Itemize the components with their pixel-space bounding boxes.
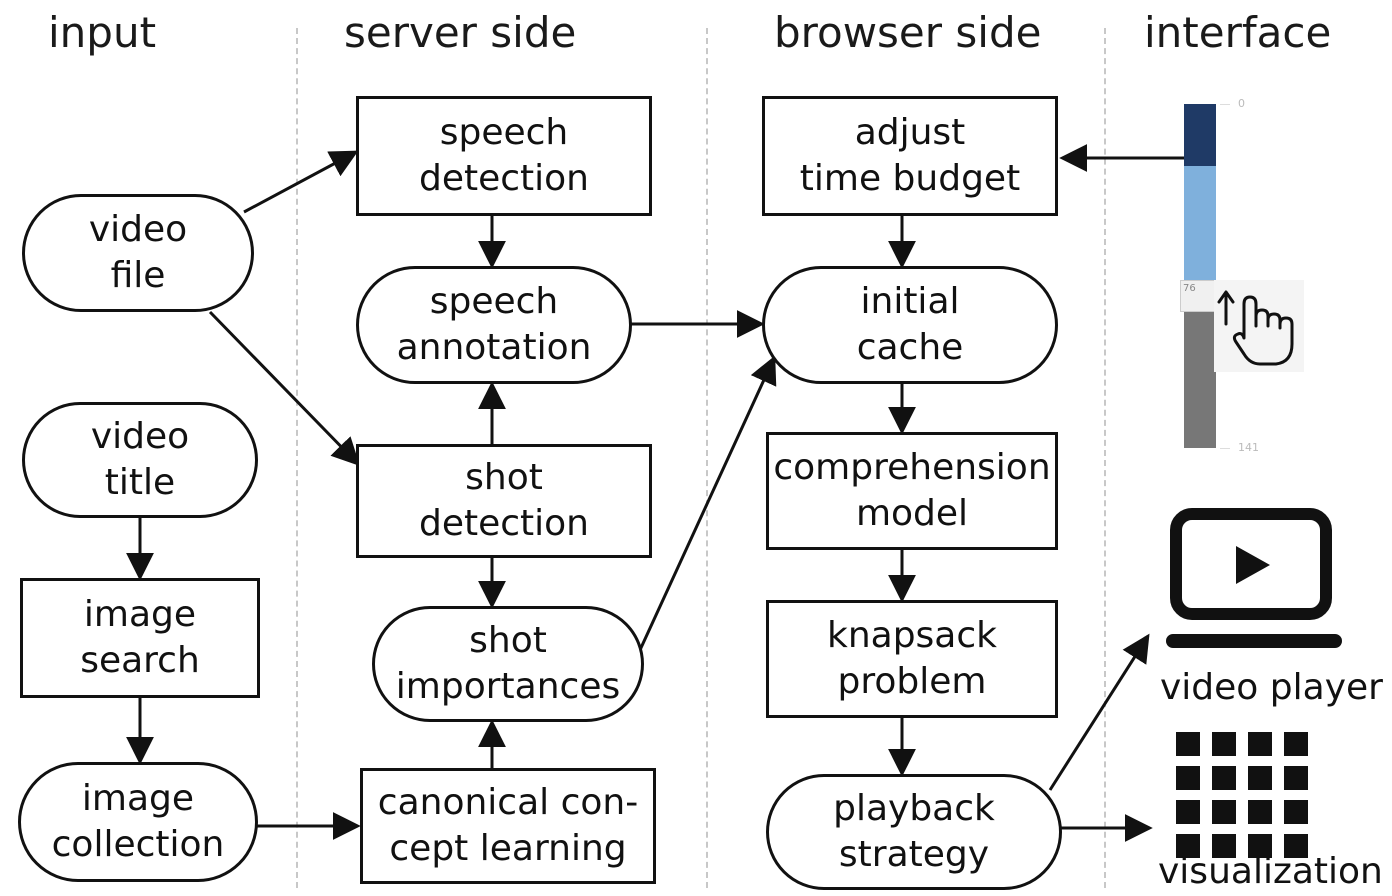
node-speech-detection: speech detection: [356, 96, 652, 216]
node-label: image collection: [51, 778, 225, 865]
separator-input-server: [296, 28, 298, 888]
edge-shotimportances-initialcache: [638, 355, 777, 651]
node-speech-annotation: speech annotation: [356, 266, 632, 384]
slider-bottom-label: 141: [1238, 441, 1259, 454]
video-player-label: video player: [1160, 667, 1383, 708]
node-label: image search: [80, 594, 200, 681]
pointing-hand-icon: [1214, 280, 1304, 372]
node-label: canonical con- cept learning: [377, 782, 639, 869]
node-video-file: video file: [22, 194, 254, 312]
edge-videofile-shotdetection: [208, 310, 360, 467]
header-input: input: [48, 8, 157, 57]
node-shot-detection: shot detection: [356, 444, 652, 558]
node-label: shot importances: [395, 620, 621, 707]
slider-thumb-value: 76: [1183, 283, 1196, 294]
slider-top-label: 0: [1238, 97, 1245, 110]
slider-segment-light: [1184, 166, 1216, 282]
edge-playback-videoplayer: [1048, 633, 1150, 791]
node-label: adjust time budget: [799, 112, 1021, 199]
video-player-icon: [1166, 508, 1342, 648]
node-label: video title: [90, 416, 190, 503]
node-label: video file: [88, 209, 188, 296]
header-server-side: server side: [344, 8, 577, 57]
node-playback-strategy: playback strategy: [766, 774, 1062, 890]
node-label: knapsack problem: [826, 615, 998, 702]
header-browser-side: browser side: [774, 8, 1042, 57]
node-video-title: video title: [22, 402, 258, 518]
edge-videofile-speechdetection: [243, 150, 359, 214]
node-image-search: image search: [20, 578, 260, 698]
node-initial-cache: initial cache: [762, 266, 1058, 384]
node-label: speech annotation: [396, 281, 592, 368]
node-label: playback strategy: [833, 788, 995, 875]
slider-tick: [1220, 104, 1230, 105]
slider-segment-gray: [1184, 312, 1216, 448]
node-image-collection: image collection: [18, 762, 258, 882]
node-knapsack-problem: knapsack problem: [766, 600, 1058, 718]
node-label: speech detection: [418, 112, 589, 199]
timeline-slider[interactable]: 76 0 141: [1180, 90, 1300, 460]
visualization-label: visualization: [1158, 851, 1383, 892]
slider-tick: [1220, 448, 1230, 449]
node-label: initial cache: [856, 281, 964, 368]
node-label: shot detection: [418, 457, 589, 544]
node-label: comprehension model: [773, 447, 1051, 534]
node-adjust-time-budget: adjust time budget: [762, 96, 1058, 216]
separator-browser-interface: [1104, 28, 1106, 888]
separator-server-browser: [706, 28, 708, 888]
node-shot-importances: shot importances: [372, 606, 644, 722]
node-canonical-concept-learning: canonical con- cept learning: [360, 768, 656, 884]
slider-segment-dark: [1184, 104, 1216, 166]
node-comprehension-model: comprehension model: [766, 432, 1058, 550]
header-interface: interface: [1144, 8, 1332, 57]
grid-visualization-icon: [1176, 732, 1308, 858]
slider-thumb[interactable]: 76: [1180, 280, 1220, 312]
